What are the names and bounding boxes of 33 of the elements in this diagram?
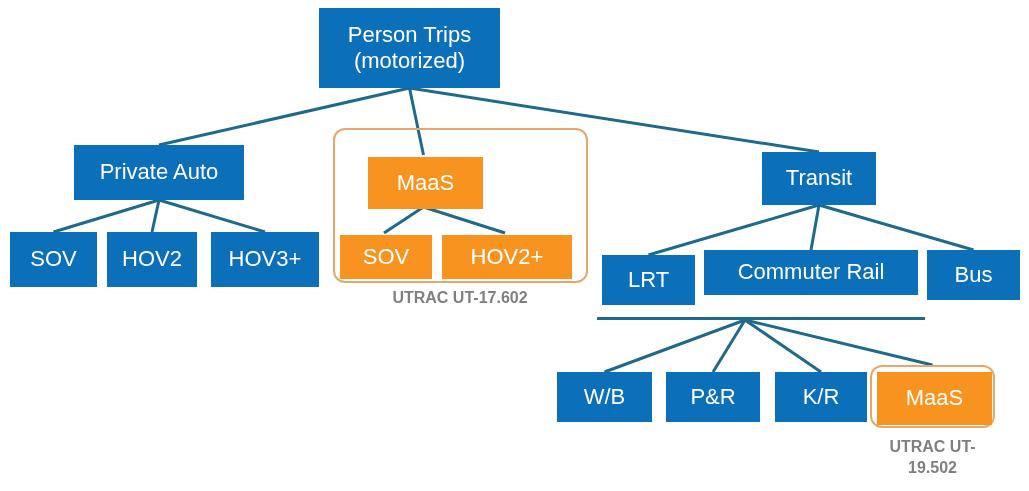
category-box: Transit xyxy=(762,152,876,205)
reference-code: UTRAC UT-19.502 xyxy=(888,437,977,478)
connector-line xyxy=(408,87,425,156)
category-box: Bus xyxy=(927,250,1020,300)
category-box: Private Auto xyxy=(74,145,244,200)
highlight-box: MaaS xyxy=(368,157,483,209)
connector-line xyxy=(818,203,974,252)
group-outline xyxy=(333,128,588,283)
group-outline xyxy=(870,365,995,428)
connector-line xyxy=(158,86,410,147)
category-box: HOV2 xyxy=(107,232,197,287)
category-box: Person Trips (motorized) xyxy=(319,8,500,88)
connector-line xyxy=(648,203,820,257)
category-box: K/R xyxy=(775,372,867,422)
highlight-box: HOV2+ xyxy=(442,235,572,279)
connector-line xyxy=(744,318,933,367)
category-box: Commuter Rail xyxy=(704,250,918,295)
connector-line xyxy=(150,199,161,233)
highlight-box: MaaS xyxy=(877,372,992,425)
divider-bar xyxy=(597,317,925,320)
category-box: P&R xyxy=(666,372,760,422)
highlight-box: SOV xyxy=(340,235,432,279)
category-box: HOV3+ xyxy=(211,232,319,287)
connector-line xyxy=(711,319,747,373)
connector-line xyxy=(158,198,266,234)
category-box: SOV xyxy=(10,232,97,287)
connector-line xyxy=(809,204,821,251)
reference-code: UTRAC UT-17.602 xyxy=(391,288,529,308)
connector-line xyxy=(53,198,160,234)
connector-line xyxy=(603,318,746,374)
category-box: LRT xyxy=(602,255,695,305)
category-box: W/B xyxy=(557,372,652,422)
connector-line xyxy=(409,86,820,154)
